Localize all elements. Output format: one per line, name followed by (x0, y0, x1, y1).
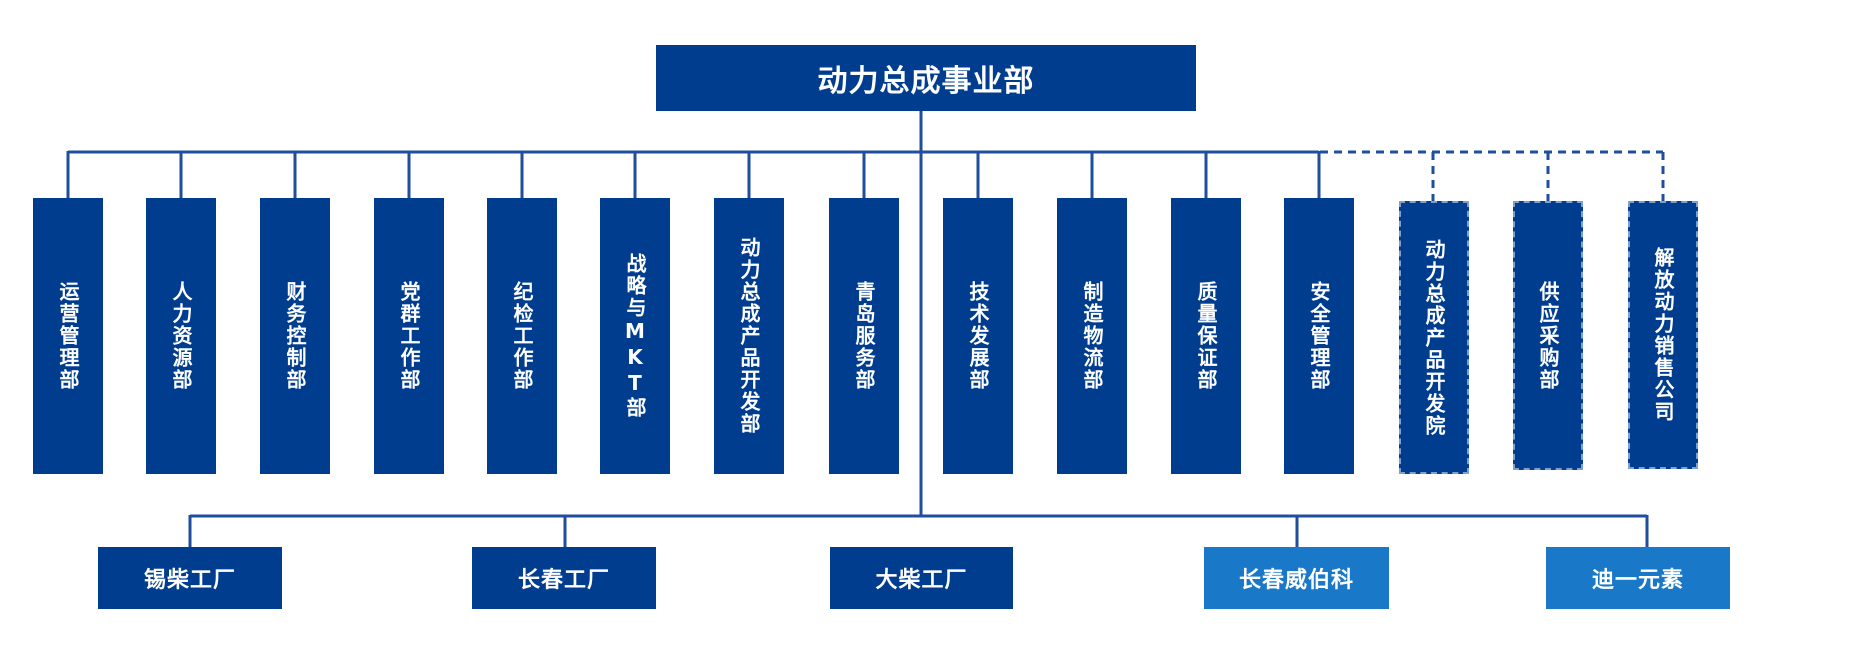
factory-xichai: 锡柴工厂 (98, 547, 282, 609)
dept-safety-management: 安全管理部 (1284, 198, 1354, 474)
dept-human-resources: 人力资源部 (146, 198, 216, 474)
factory-changchun: 长春工厂 (472, 547, 656, 609)
dept-operations-management: 运营管理部 (33, 198, 103, 474)
factory-changchun-wabco: 长春威伯科 (1204, 547, 1389, 609)
dept-technology-development: 技术发展部 (943, 198, 1013, 474)
dept-powertrain-product-development-institute: 动力总成产品开发院 (1399, 201, 1469, 474)
top-node-powertrain-division: 动力总成事业部 (656, 45, 1196, 111)
dept-discipline-inspection: 纪检工作部 (487, 198, 557, 474)
dept-supply-procurement: 供应采购部 (1513, 201, 1583, 470)
dept-quality-assurance: 质量保证部 (1171, 198, 1241, 474)
dept-powertrain-product-development: 动力总成产品开发部 (714, 198, 784, 474)
dept-qingdao-service: 青岛服务部 (829, 198, 899, 474)
dept-strategy-mkt: 战略与MKT部 (600, 198, 670, 474)
dept-faw-powertrain-sales-company: 解放动力销售公司 (1628, 201, 1698, 469)
dept-party-affairs: 党群工作部 (374, 198, 444, 474)
dept-finance-control: 财务控制部 (260, 198, 330, 474)
factory-dachai: 大柴工厂 (830, 547, 1013, 609)
dept-manufacturing-logistics: 制造物流部 (1057, 198, 1127, 474)
factory-diyi-element: 迪一元素 (1546, 547, 1730, 609)
